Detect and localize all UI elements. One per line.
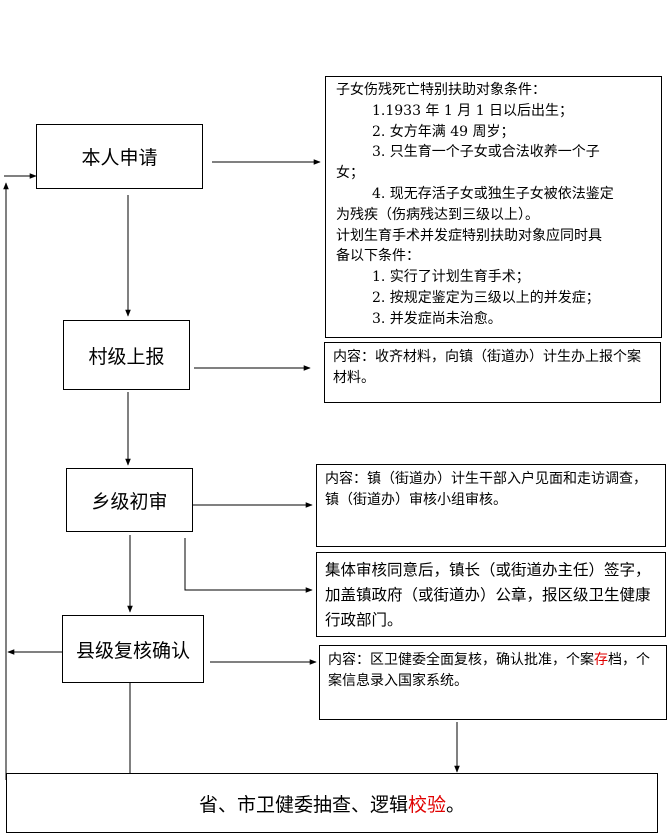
surgery-title-cont: 备以下条件： [336,248,420,265]
condition-item-cont: 女； [336,165,364,182]
surgery-item: 3. 并发症尚未治愈。 [372,310,502,327]
note-conditions: 子女伤残死亡特别扶助对象条件： 1.1933 年 1 月 1 日以后出生； 2.… [325,76,662,338]
county-note-text-end: 档，个案信息录入国家系统。 [328,652,650,689]
note-collective: 集体审核同意后，镇长（或街道办主任）签字，加盖镇政府（或街道办）公章，报区级卫生… [316,552,666,637]
condition-item: 4. 现无存活子女或独生子女被依法鉴定 [372,185,614,202]
arrow-township-to-collective [184,538,313,593]
condition-item: 1.1933 年 1 月 1 日以后出生； [372,102,574,119]
step-township: 乡级初审 [66,468,193,532]
step-province: 省、市卫健委抽查、逻辑校验。 [6,773,658,833]
step-apply: 本人申请 [36,124,203,189]
surgery-title: 计划生育手术并发症特别扶助对象应同时具 [336,227,602,244]
note-county: 内容：区卫健委全面复核，确认批准，个案存档，个案信息录入国家系统。 [319,645,667,720]
province-text: 省、市卫健委抽查、逻辑 [198,793,408,816]
condition-item: 3. 只生育一个子女或合法收养一个子 [372,144,600,161]
province-text-red: 校验 [407,793,446,816]
conditions-title: 子女伤残死亡特别扶助对象条件： [336,82,546,98]
note-township: 内容：镇（街道办）计生干部入户见面和走访调查，镇（街道办）审核小组审核。 [316,464,666,547]
surgery-item: 1. 实行了计划生育手术； [372,269,530,286]
province-text-end: 。 [446,793,466,816]
step-county: 县级复核确认 [62,615,204,683]
step-village: 村级上报 [63,320,190,390]
county-note-text: 内容：区卫健委全面复核，确认批准，个案 [328,652,594,668]
note-village: 内容：收齐材料，向镇（街道办）计生办上报个案材料。 [324,342,661,403]
condition-item: 2. 女方年满 49 周岁； [372,123,515,140]
condition-item-cont: 为残疾（伤病残达到三级以上）。 [336,206,539,223]
surgery-item: 2. 按规定鉴定为三级以上的并发症； [372,289,600,306]
county-note-red: 存 [594,652,608,668]
